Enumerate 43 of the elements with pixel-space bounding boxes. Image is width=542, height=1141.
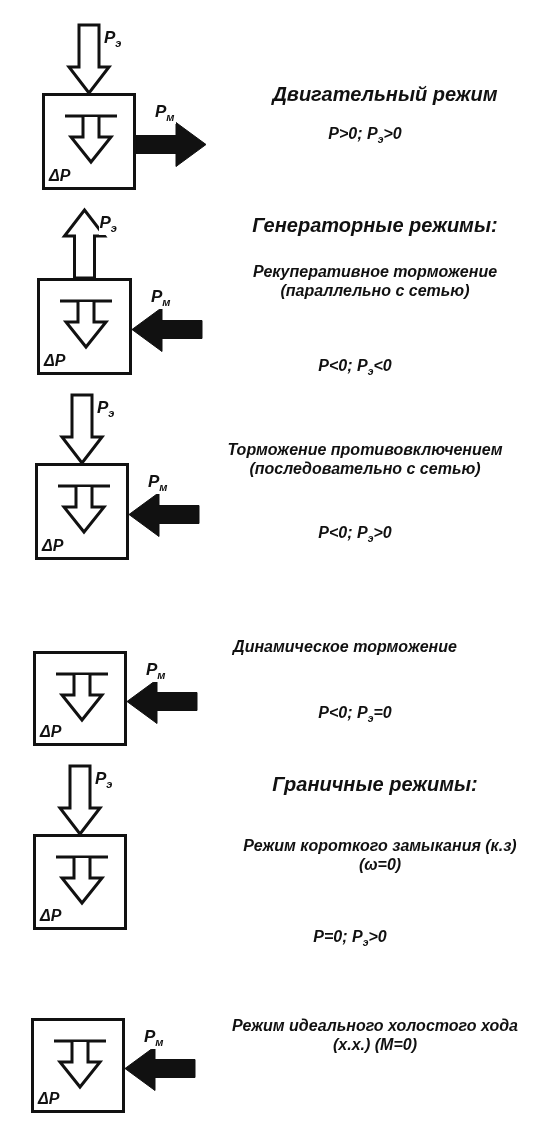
power-box: [35, 463, 129, 560]
edge-label: P$_{м}$: [143, 1028, 165, 1049]
power-arrow: [126, 679, 198, 724]
heading-text: Граничные режимы:: [271, 772, 479, 796]
power-arrow: [135, 122, 207, 167]
caption-text: P<0; P$_{э}$=0: [317, 703, 393, 726]
power-box: [37, 278, 132, 375]
power-box: [33, 834, 127, 930]
heading-text: Генераторные режимы:: [251, 213, 499, 237]
caption-text: Рекуперативное торможение (параллельно с сетью): [251, 262, 499, 301]
power-arrow: [131, 307, 203, 352]
caption-text: P<0; P$_{э}$<0: [317, 356, 393, 379]
hollow-arrow: [56, 764, 104, 837]
power-box: [33, 651, 127, 746]
caption-text: Режим идеального холостого хода (х.х.) (M=0): [231, 1016, 519, 1055]
loss-label: ΔP: [40, 907, 62, 925]
power-box: [31, 1018, 125, 1113]
hollow-arrow: [58, 393, 106, 466]
loss-label: ΔP: [42, 537, 64, 555]
edge-label: P$_{э}$: [96, 399, 116, 420]
edge-label: P$_{э}$: [98, 214, 118, 235]
hollow-arrow: [65, 23, 113, 96]
power-box: [42, 93, 136, 190]
edge-label: P$_{э}$: [94, 770, 114, 791]
caption-text: P<0; P$_{э}$>0: [317, 523, 393, 546]
caption-text: Режим короткого замыкания (к.з) (ω=0): [242, 836, 518, 875]
power-arrow: [128, 492, 200, 537]
power-arrow: [124, 1046, 196, 1091]
loss-label: ΔP: [49, 167, 71, 185]
caption-text: P=0; P$_{э}$>0: [312, 927, 388, 950]
caption-text: Динамическое торможение: [231, 637, 458, 657]
loss-label: ΔP: [40, 723, 62, 741]
caption-text: P>0; P$_{э}$>0: [327, 124, 403, 147]
edge-label: P$_{м}$: [147, 473, 169, 494]
edge-label: P$_{м}$: [154, 103, 176, 124]
loss-label: ΔP: [38, 1090, 60, 1108]
edge-label: P$_{м}$: [145, 661, 167, 682]
heading-text: Двигательный режим: [270, 82, 499, 106]
edge-label: P$_{м}$: [150, 288, 172, 309]
caption-text: Торможение противовключением (последовательно с сетью): [226, 440, 504, 479]
edge-label: P$_{э}$: [103, 29, 123, 50]
loss-label: ΔP: [44, 352, 66, 370]
hollow-arrow: [61, 207, 108, 280]
